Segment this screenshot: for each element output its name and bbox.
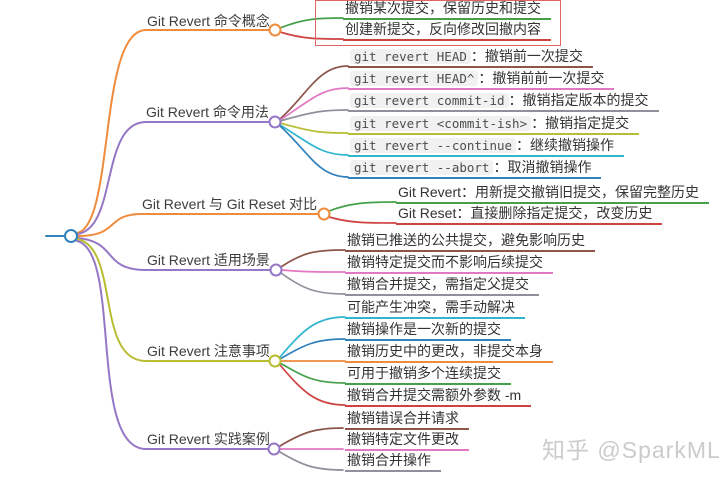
leaf-item: 撤销合并提交，需指定父提交 [345,277,539,296]
leaf-desc: ：撤销前一次提交 [470,48,583,64]
leaf-item: Git Revert：用新提交撤销旧提交，保留完整历史 [396,185,710,204]
leaf-item: git revert --abort：取消撤销操作 [348,159,602,179]
leaf-link [279,364,346,406]
inline-code: git revert HEAD^ [350,71,479,86]
leaf-link [279,316,346,358]
branch-link-scenes [77,237,272,271]
leaf-item: 可用于撤销多个连续提交 [345,366,511,385]
leaf-item: Git Reset：直接删除指定提交，改变历史 [396,206,663,225]
leaf-link [279,17,344,29]
leaf-link [279,338,346,360]
branch-node-concept [268,23,282,37]
leaf-link [280,269,346,273]
branch-link-compare [77,213,320,237]
leaf-item: 创建新提交，反向修改回撤内容 [343,22,551,41]
leaf-item: 可能产生冲突，需手动解决 [345,300,525,319]
branch-node-cases [267,442,281,456]
leaf-desc: ：撤销指定版本的提交 [508,92,649,108]
leaf-link [279,31,344,40]
branch-label-scenes: Git Revert 适用场景 [147,252,270,268]
leaf-link [279,125,349,178]
branch-node-usage [268,115,282,129]
leaf-item: 撤销操作是一次新的提交 [345,322,511,341]
leaf-desc: ：取消撤销操作 [493,159,592,175]
branch-node-notes [268,354,282,368]
root-node [64,229,78,243]
leaf-item: 撤销合并操作 [345,453,441,472]
leaf-link [279,362,346,384]
inline-code: git revert --continue [350,138,517,153]
highlight-box [315,0,561,46]
branch-label-concept: Git Revert 命令概念 [147,13,270,29]
inline-code: git revert commit-id [350,93,509,108]
leaf-item: git revert --continue：继续撤销操作 [348,137,625,157]
leaf-item: 撤销已推送的公共提交，避免影响历史 [345,233,595,252]
branch-link-concept [76,29,271,234]
leaf-desc: ：撤销指定提交 [531,115,630,131]
leaf-link [279,87,349,121]
leaf-link [279,122,349,134]
branch-node-compare [317,207,331,221]
leaf-item: 撤销合并提交需额外参数 -m [345,388,532,407]
branch-link-notes [76,238,271,362]
inline-code: git revert <commit-ish> [350,116,532,131]
leaf-desc: ：继续撤销操作 [516,137,615,153]
inline-code: git revert HEAD [350,49,471,64]
leaf-item: 撤销某次提交，保留历史和提交 [343,1,551,20]
branch-label-usage: Git Revert 命令用法 [146,104,269,120]
branch-label-notes: Git Revert 注意事项 [147,343,270,359]
leaf-link [279,65,349,120]
branch-link-cases [76,240,270,450]
leaf-link [280,272,346,295]
leaf-link [279,124,349,156]
leaf-link [328,216,397,224]
leaf-item: 撤销历史中的更改，非提交本身 [345,344,553,363]
watermark: 知乎 @SparkML [542,437,720,463]
leaf-item: git revert commit-id：撤销指定版本的提交 [348,93,659,112]
leaf-item: git revert <commit-ish>：撤销指定提交 [348,115,640,135]
leaf-link [279,451,344,471]
branch-label-cases: Git Revert 实践案例 [147,431,270,447]
leaf-item: git revert HEAD^：撤销前前一次提交 [348,70,615,90]
branch-link-usage [76,121,271,235]
leaf-item: 撤销特定提交而不影响后续提交 [345,255,553,274]
leaf-link [279,109,349,122]
leaf-link [280,249,346,268]
leaf-link [279,427,344,447]
branch-label-compare: Git Revert 与 Git Reset 对比 [142,196,318,212]
leaf-desc: ：撤销前前一次提交 [478,70,605,86]
leaf-item: git revert HEAD：撤销前一次提交 [348,49,593,68]
leaf-link [328,201,397,212]
inline-code: git revert --abort [350,160,494,175]
leaf-item: 撤销错误合并请求 [345,411,469,430]
leaf-item: 撤销特定文件更改 [345,432,469,451]
branch-node-scenes [269,263,283,277]
